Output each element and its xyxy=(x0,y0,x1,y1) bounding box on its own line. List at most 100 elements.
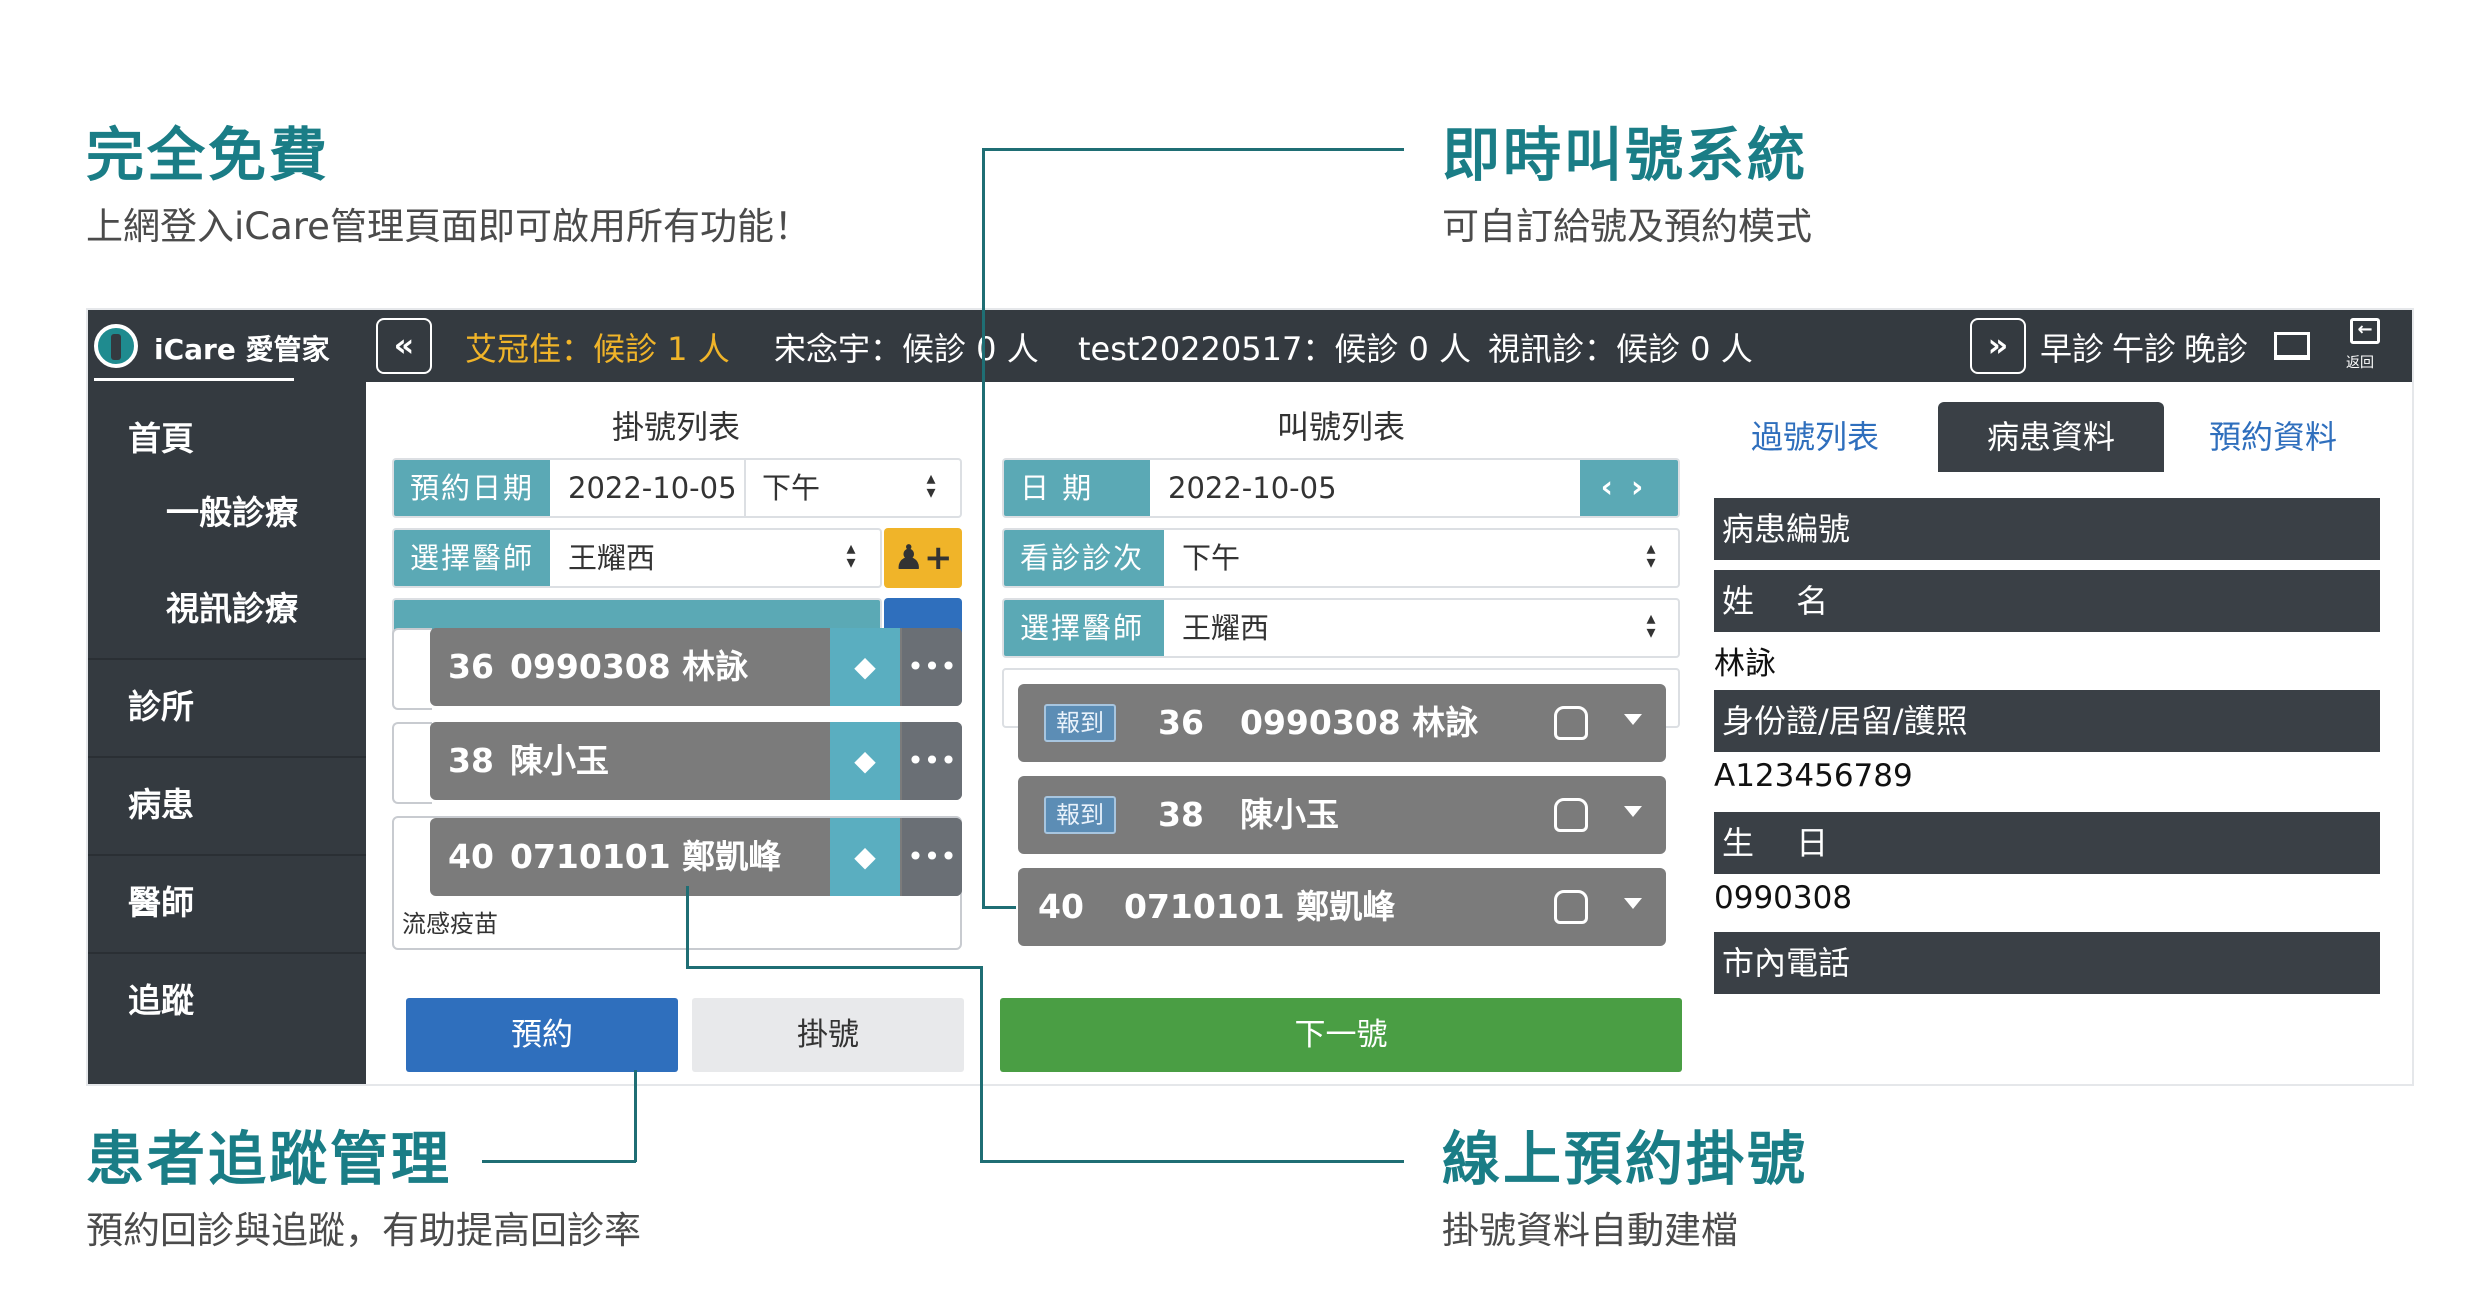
calling-date-field[interactable]: 日 期 2022-10-05 ‹› xyxy=(1002,458,1680,518)
checkin-badge[interactable]: 報到 xyxy=(1044,796,1116,834)
calling-date-value[interactable]: 2022-10-05 xyxy=(1168,471,1337,505)
tag-icon[interactable]: ◆ xyxy=(830,722,900,800)
prev-queue-button[interactable]: « xyxy=(376,318,432,374)
calling-session-select[interactable]: 下午 xyxy=(1182,541,1241,575)
queue-item-0[interactable]: 艾冠佳：候診 1 人 xyxy=(465,330,730,368)
connector-line xyxy=(686,966,982,969)
calling-title: 叫號列表 xyxy=(1276,408,1405,446)
feature-online-subtitle: 掛號資料自動建檔 xyxy=(1442,1209,1738,1252)
tag-icon[interactable]: ◆ xyxy=(830,818,900,896)
sidebar-item-clinic[interactable]: 診所 xyxy=(128,687,194,726)
expand-toggle[interactable] xyxy=(392,628,432,710)
queue-item-2[interactable]: test20220517：候診 0 人 xyxy=(1078,330,1472,368)
reservation-date-value[interactable]: 2022-10-05 xyxy=(568,471,737,505)
date-nav-arrows-icon[interactable]: ‹› xyxy=(1580,460,1678,516)
calling-session-field[interactable]: 看診診次 下午 ▴▾ xyxy=(1002,528,1680,588)
tab-patient-info[interactable]: 病患資料 xyxy=(1938,402,2164,472)
session-morning[interactable]: 早診 xyxy=(2040,330,2105,368)
registration-doctor-select[interactable]: 王耀西 xyxy=(568,541,656,575)
sidebar-divider xyxy=(88,658,366,660)
queue-item-3[interactable]: 視訊診：候診 0 人 xyxy=(1488,330,1753,368)
more-icon[interactable]: ••• xyxy=(902,722,962,800)
brand[interactable]: iCare 愛管家 xyxy=(88,310,366,382)
sidebar-divider xyxy=(88,756,366,758)
call-hand-icon[interactable] xyxy=(1554,798,1588,832)
entry-text: 陳小玉 xyxy=(1240,795,1339,834)
more-icon[interactable]: ••• xyxy=(902,628,962,706)
expand-toggle[interactable] xyxy=(392,722,432,804)
calling-entry[interactable]: 40 0710101 鄭凱峰 xyxy=(1018,868,1666,946)
session-afternoon[interactable]: 午診 xyxy=(2112,330,2177,368)
register-button[interactable]: 掛號 xyxy=(692,998,964,1072)
queue-item-1[interactable]: 宋念宇：候診 0 人 xyxy=(774,330,1039,368)
checkin-badge[interactable]: 報到 xyxy=(1044,704,1116,742)
session-evening[interactable]: 晚診 xyxy=(2184,330,2249,368)
connector-line xyxy=(634,1070,637,1162)
chevron-down-icon[interactable] xyxy=(1624,714,1642,725)
back-label[interactable]: 返回 xyxy=(2346,355,2374,371)
sidebar-item-patient[interactable]: 病患 xyxy=(128,785,194,824)
registration-doctor-field[interactable]: 選擇醫師 王耀西 ▴▾ xyxy=(392,528,882,588)
sidebar-item-doctor[interactable]: 醫師 xyxy=(128,883,194,922)
entry-number: 38 xyxy=(1158,795,1204,834)
chevron-down-icon[interactable] xyxy=(1624,806,1642,817)
entry-number: 36 xyxy=(448,647,494,686)
reservation-date-label: 預約日期 xyxy=(394,460,550,516)
app-window: iCare 愛管家 « 艾冠佳：候診 1 人 宋念宇：候診 0 人 test20… xyxy=(86,308,2414,1086)
reserve-button[interactable]: 預約 xyxy=(406,998,678,1072)
patient-name-value: 林詠 xyxy=(1714,646,1776,682)
tab-reservation[interactable]: 預約資料 xyxy=(2208,418,2337,456)
calling-entry[interactable]: 報到 38 陳小玉 xyxy=(1018,776,1666,854)
calling-doctor-select[interactable]: 王耀西 xyxy=(1182,611,1270,645)
calling-doctor-label: 選擇醫師 xyxy=(1004,600,1164,656)
select-caret-icon: ▴▾ xyxy=(846,538,856,573)
next-number-button[interactable]: 下一號 xyxy=(1000,998,1682,1072)
feature-calling-subtitle: 可自訂給號及預約模式 xyxy=(1442,205,1812,248)
patient-birthday-value: 0990308 xyxy=(1714,880,1853,916)
registration-entry[interactable]: 40 0710101 鄭凱峰 ◆ ••• xyxy=(430,818,962,896)
feature-tracking-subtitle: 預約回診與追蹤，有助提高回診率 xyxy=(86,1209,641,1252)
patient-name-label: 姓 名 xyxy=(1714,570,2380,632)
reservation-date-field[interactable]: 預約日期 2022-10-05 下午 ▴▾ xyxy=(392,458,962,518)
sidebar: 首頁 一般診療 視訊診療 診所 病患 醫師 追蹤 xyxy=(88,382,366,1084)
tag-icon[interactable]: ◆ xyxy=(830,628,900,706)
more-icon[interactable]: ••• xyxy=(902,818,962,896)
sidebar-item-general[interactable]: 一般診療 xyxy=(166,493,298,532)
registration-title: 掛號列表 xyxy=(611,408,740,446)
entry-number: 40 xyxy=(1038,887,1084,926)
next-queue-button[interactable]: » xyxy=(1970,318,2026,374)
registration-entry[interactable]: 36 0990308 林詠 ◆ ••• xyxy=(430,628,962,706)
patient-birthday-label: 生 日 xyxy=(1714,812,2380,874)
sidebar-item-home[interactable]: 首頁 xyxy=(128,419,194,458)
connector-line xyxy=(982,148,985,908)
sidebar-item-video[interactable]: 視訊診療 xyxy=(166,589,298,628)
back-arrow-icon[interactable]: ← xyxy=(2350,318,2380,344)
sidebar-divider xyxy=(88,854,366,856)
call-hand-icon[interactable] xyxy=(1554,890,1588,924)
connector-line xyxy=(482,1160,636,1163)
calling-doctor-field[interactable]: 選擇醫師 王耀西 ▴▾ xyxy=(1002,598,1680,658)
registration-entry[interactable]: 38 陳小玉 ◆ ••• xyxy=(430,722,962,800)
feature-tracking-title: 患者追蹤管理 xyxy=(86,1125,453,1193)
feature-online-title: 線上預約掛號 xyxy=(1442,1125,1809,1193)
entry-number: 36 xyxy=(1158,703,1204,742)
feature-free-subtitle: 上網登入iCare管理頁面即可啟用所有功能！ xyxy=(86,205,811,248)
tab-passed[interactable]: 過號列表 xyxy=(1750,418,1879,456)
calling-session-label: 看診診次 xyxy=(1004,530,1164,586)
monitor-icon[interactable] xyxy=(2274,332,2310,360)
sidebar-item-tracking[interactable]: 追蹤 xyxy=(128,981,194,1020)
patient-idcard-label: 身份證/居留/護照 xyxy=(1714,690,2380,752)
top-bar: iCare 愛管家 « 艾冠佳：候診 1 人 宋念宇：候診 0 人 test20… xyxy=(88,310,2412,382)
calling-entry[interactable]: 報到 36 0990308 林詠 xyxy=(1018,684,1666,762)
call-hand-icon[interactable] xyxy=(1554,706,1588,740)
feature-free-title: 完全免費 xyxy=(86,121,331,189)
entry-text: 0990308 林詠 xyxy=(510,647,749,686)
brand-logo-icon xyxy=(94,324,138,368)
entry-number: 40 xyxy=(448,837,494,876)
patient-idcard-value: A123456789 xyxy=(1714,758,1913,794)
reservation-period-select[interactable]: 下午 xyxy=(762,471,821,505)
connector-line xyxy=(982,906,1016,909)
add-patient-icon[interactable]: ♟+ xyxy=(884,528,962,588)
select-caret-icon: ▴▾ xyxy=(1646,538,1656,573)
chevron-down-icon[interactable] xyxy=(1624,898,1642,909)
